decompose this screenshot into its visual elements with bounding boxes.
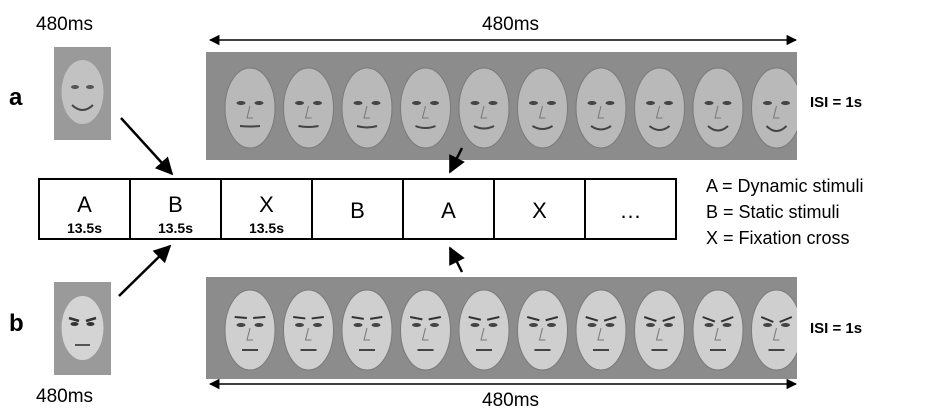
- block-4: B: [311, 178, 402, 240]
- face-frame: [458, 67, 510, 149]
- block-label: A: [77, 192, 92, 217]
- legend-item-a: A = Dynamic stimuli: [706, 176, 864, 196]
- legend-item-b: B = Static stimuli: [706, 202, 840, 222]
- face-frame: [283, 67, 334, 149]
- face-frame: [634, 67, 685, 149]
- arrow-b-to-block-a: [448, 246, 465, 273]
- arrow-a-to-block-b: [120, 117, 174, 176]
- face-frame: [517, 67, 568, 149]
- panel-a-letter: a: [9, 84, 23, 111]
- panel-b-single-face: [61, 296, 104, 360]
- panel-b-sequence-duration: 480ms: [482, 390, 540, 411]
- face-frame: [634, 289, 685, 371]
- block-duration: 13.5s: [248, 220, 285, 236]
- panel-a-face-frames: [224, 67, 797, 149]
- block-duration: 13.5s: [66, 220, 103, 236]
- panel-a-single-duration: 480ms: [36, 14, 94, 35]
- block-2: B 13.5s: [129, 178, 220, 240]
- block-label: B: [168, 192, 183, 217]
- panel-b-isi: ISI = 1s: [810, 320, 863, 337]
- block-label: X: [532, 198, 547, 223]
- legend: A = Dynamic stimuli B = Static stimuli X…: [706, 173, 864, 251]
- face-frame: [224, 289, 276, 371]
- block-5: A: [402, 178, 493, 240]
- block-label: A: [441, 198, 456, 223]
- panel-b-face-sequence: [206, 277, 797, 379]
- face-frame: [575, 289, 627, 371]
- face-frame: [341, 67, 393, 149]
- face-frame: [341, 289, 393, 371]
- face-frame: [400, 67, 451, 149]
- block-7: …: [584, 178, 677, 240]
- block-3: X 13.5s: [220, 178, 311, 240]
- face-frame: [283, 289, 334, 371]
- face-frame: [751, 289, 797, 371]
- panel-b-single-face-frame: [54, 282, 111, 375]
- panel-b-letter: b: [9, 310, 24, 337]
- panel-b-face-frames: [224, 289, 797, 371]
- face-frame: [692, 67, 744, 149]
- panel-a-isi: ISI = 1s: [810, 94, 863, 111]
- block-label: B: [350, 198, 365, 223]
- face-frame: [575, 67, 627, 149]
- panel-b-single-duration: 480ms: [36, 386, 94, 407]
- face-frame: [224, 67, 276, 149]
- panel-a-single-face-frame: [54, 47, 111, 140]
- block-duration: 13.5s: [157, 220, 194, 236]
- legend-item-x: X = Fixation cross: [706, 228, 850, 248]
- panel-a-single-face: [61, 60, 104, 124]
- block-sequence: A 13.5s B 13.5s X 13.5s B A X …: [38, 178, 677, 240]
- face-frame: [751, 67, 797, 149]
- arrow-b-to-block-b: [118, 244, 172, 297]
- block-label: X: [259, 192, 274, 217]
- face-frame: [692, 289, 744, 371]
- panel-a-face-sequence: [206, 52, 797, 160]
- block-1: A 13.5s: [38, 178, 129, 240]
- panel-a-sequence-duration: 480ms: [482, 14, 540, 35]
- block-6: X: [493, 178, 584, 240]
- block-label: …: [619, 198, 642, 223]
- face-frame: [400, 289, 451, 371]
- face-frame: [458, 289, 510, 371]
- face-frame: [517, 289, 568, 371]
